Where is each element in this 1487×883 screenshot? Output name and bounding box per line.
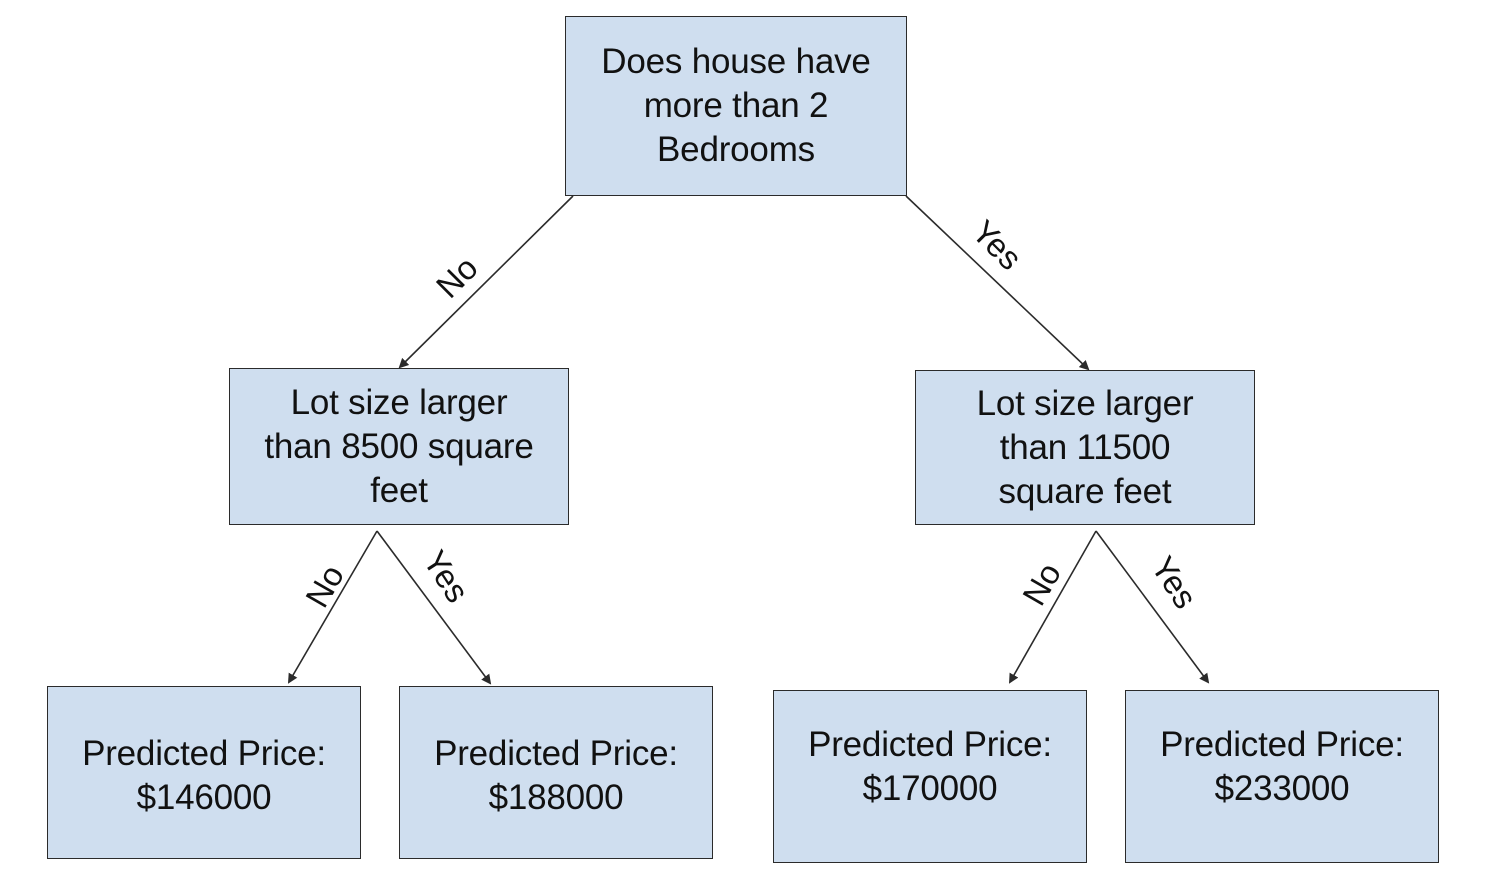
edge-left-to-leaf1 [287,530,378,684]
right-decision-node: Lot size larger than 11500 square feet [915,370,1255,525]
leaf2-price: $188000 [488,777,624,817]
leaf1-label: Predicted Price: [82,733,326,773]
leaf-node-1: Predicted Price: $146000 [47,686,361,859]
edge-label-left-no: No [298,558,351,613]
leaf-node-4: Predicted Price: $233000 [1125,690,1439,863]
edge-root-to-right [905,195,1090,371]
edge-label-left-yes: Yes [416,544,476,609]
left-decision-node: Lot size larger than 8500 square feet [229,368,569,525]
root-decision-node: Does house have more than 2 Bedrooms [565,16,907,196]
right-node-line-3: square feet [998,471,1172,511]
right-node-line-2: than 11500 [999,427,1171,467]
left-node-line-3: feet [370,470,428,510]
leaf4-price: $233000 [1214,768,1350,808]
edge-label-root-yes: Yes [965,213,1029,277]
leaf2-label: Predicted Price: [434,733,678,773]
root-node-line-2: more than 2 [643,86,829,125]
edge-label-root-no: No [429,249,485,305]
leaf1-price: $146000 [136,777,272,817]
left-node-line-1: Lot size larger [290,382,508,422]
edge-label-right-yes: Yes [1144,550,1204,615]
root-node-line-3: Bedrooms [657,130,815,169]
root-node-line-1: Does house have [601,42,871,81]
leaf4-label: Predicted Price: [1160,724,1404,764]
right-node-line-1: Lot size larger [976,383,1194,423]
edge-left-to-leaf2 [376,530,492,685]
leaf3-label: Predicted Price: [808,724,1052,764]
edge-root-to-left [398,195,574,369]
edge-right-to-leaf3 [1009,530,1097,684]
left-node-line-2: than 8500 square [264,426,534,466]
edge-right-to-leaf4 [1095,530,1210,684]
leaf-node-3: Predicted Price: $170000 [773,690,1087,863]
edge-label-right-no: No [1015,556,1068,611]
leaf-node-2: Predicted Price: $188000 [399,686,713,859]
leaf3-price: $170000 [862,768,998,808]
